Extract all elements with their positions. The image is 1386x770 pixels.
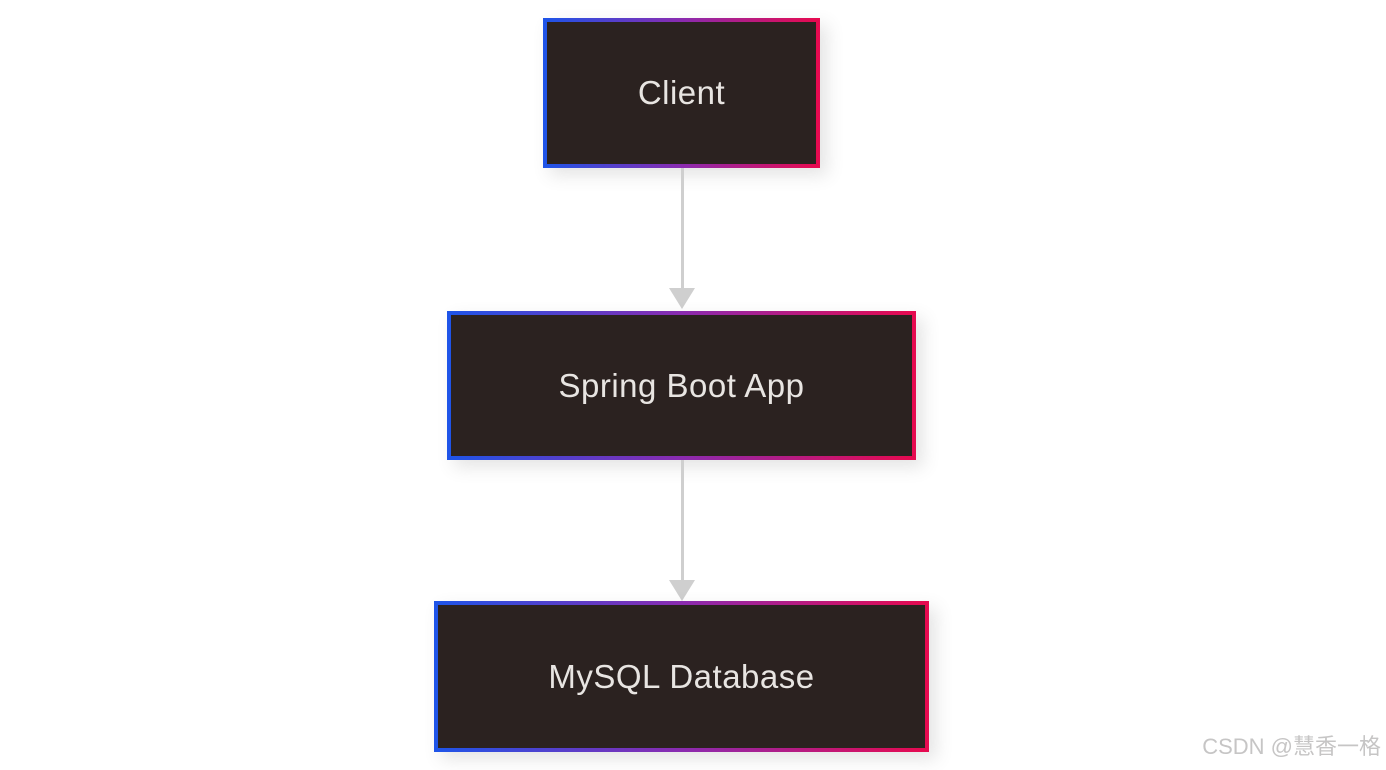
arrow-down-icon bbox=[669, 580, 695, 601]
arrow-down-icon bbox=[669, 288, 695, 309]
node-mysql-database-label: MySQL Database bbox=[548, 657, 815, 695]
arrow-shaft bbox=[680, 460, 684, 581]
node-mysql-database: MySQL Database bbox=[434, 601, 929, 752]
node-spring-boot-app: Spring Boot App bbox=[447, 311, 916, 460]
node-spring-boot-app-label: Spring Boot App bbox=[558, 366, 805, 404]
arrow-shaft bbox=[680, 168, 684, 289]
node-client: Client bbox=[543, 18, 820, 168]
node-client-label: Client bbox=[637, 74, 726, 111]
csdn-watermark: CSDN @慧香一格 bbox=[1202, 734, 1381, 759]
